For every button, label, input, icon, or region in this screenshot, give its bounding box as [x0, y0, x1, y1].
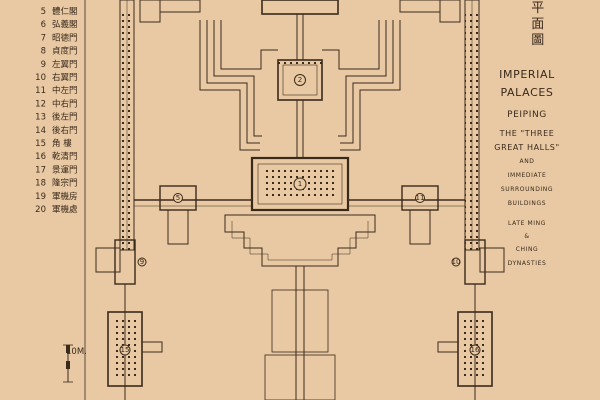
legend-number: 15: [35, 139, 46, 149]
scale-bar: 10M.: [63, 344, 87, 383]
southwest-tower-number: 15: [121, 346, 130, 354]
title-immediate: IMMEDIATE: [508, 172, 547, 179]
east-gate-number: 10: [452, 258, 461, 266]
northeast-gate: [399, 0, 441, 13]
legend: 5 體仁閣 6 弘義閣 7 昭德門 8 貞度門 9 左翼門 10 右翼門 11 中左門 12 中右門 13 後左門…: [35, 6, 78, 215]
title-dynasties: DYNASTIES: [508, 260, 547, 267]
title-peiping: PEIPING: [507, 110, 547, 120]
legend-label: 昭德門: [52, 32, 78, 43]
hall-2-marker: [294, 74, 306, 86]
great-terrace: [224, 214, 376, 267]
legend-number: 11: [35, 86, 46, 96]
vertical-title-char: 平: [531, 1, 545, 16]
northwest-gate: [159, 0, 201, 13]
title-palaces: PALACES: [501, 86, 554, 99]
legend-label: 景運門: [52, 165, 78, 175]
legend-label: 乾清門: [52, 151, 78, 162]
legend-label: 中右門: [52, 98, 78, 109]
legend-number: 5: [41, 7, 46, 17]
title-block: IMPERIAL PALACES PEIPING THE "THREE GREA…: [494, 68, 559, 267]
legend-number: 7: [41, 33, 46, 43]
title-ching: CHING: [516, 246, 539, 253]
title-surrounding: SURROUNDING: [501, 186, 553, 193]
legend-number: 13: [35, 113, 46, 123]
hall-1-number: 1: [298, 180, 302, 188]
west-terrace-outline: [199, 20, 260, 151]
legend-label: 左翼門: [52, 59, 78, 70]
legend-label: 軍機處: [52, 204, 78, 215]
legend-number: 17: [35, 165, 46, 175]
legend-number: 16: [35, 152, 46, 162]
title-ampersand: &: [524, 233, 529, 240]
supreme-harmony-hall: [250, 156, 350, 212]
legend-number: 19: [35, 192, 46, 202]
title-three: THE "THREE: [499, 129, 555, 138]
legend-label: 貞度門: [52, 46, 78, 57]
legend-number: 20: [35, 205, 46, 215]
legend-label: 體仁閣: [52, 6, 78, 17]
legend-number: 14: [35, 126, 46, 136]
legend-number: 12: [35, 99, 46, 109]
legend-number: 18: [35, 179, 46, 189]
title-great-halls: GREAT HALLS": [494, 143, 559, 152]
legend-label: 後右門: [52, 125, 78, 136]
title-late-ming: LATE MING: [508, 220, 546, 227]
title-imperial: IMPERIAL: [499, 68, 555, 81]
legend-label: 右翼門: [52, 72, 78, 83]
vertical-title-char: 面: [531, 17, 545, 32]
vertical-title-char: 圖: [531, 33, 545, 48]
hall-2-number: 2: [298, 76, 302, 84]
east-terrace-outline: [340, 20, 401, 151]
title-buildings: BUILDINGS: [508, 200, 546, 207]
east-pavilion-number: 11: [416, 194, 425, 202]
legend-number: 6: [41, 20, 46, 30]
title-and: AND: [519, 158, 534, 165]
west-gate-number: 9: [140, 258, 144, 266]
palace-layout: [95, 0, 505, 400]
legend-number: 8: [41, 47, 46, 57]
west-pavilion-number: 5: [176, 194, 180, 202]
hall-1-marker: [293, 177, 307, 191]
scale-label: 10M.: [66, 347, 87, 357]
legend-label: 軍機房: [52, 191, 78, 202]
legend-label: 弘義閣: [52, 19, 78, 30]
legend-number: 10: [35, 73, 46, 83]
legend-label: 角 樓: [52, 138, 72, 149]
legend-number: 9: [41, 60, 46, 70]
north-gate: [261, 0, 339, 15]
chinese-vertical-title: 平面圖: [531, 1, 545, 48]
legend-label: 隆宗門: [52, 178, 78, 189]
southeast-tower-number: 16: [471, 346, 480, 354]
legend-label: 中左門: [52, 85, 78, 96]
legend-label: 後左門: [52, 112, 78, 123]
